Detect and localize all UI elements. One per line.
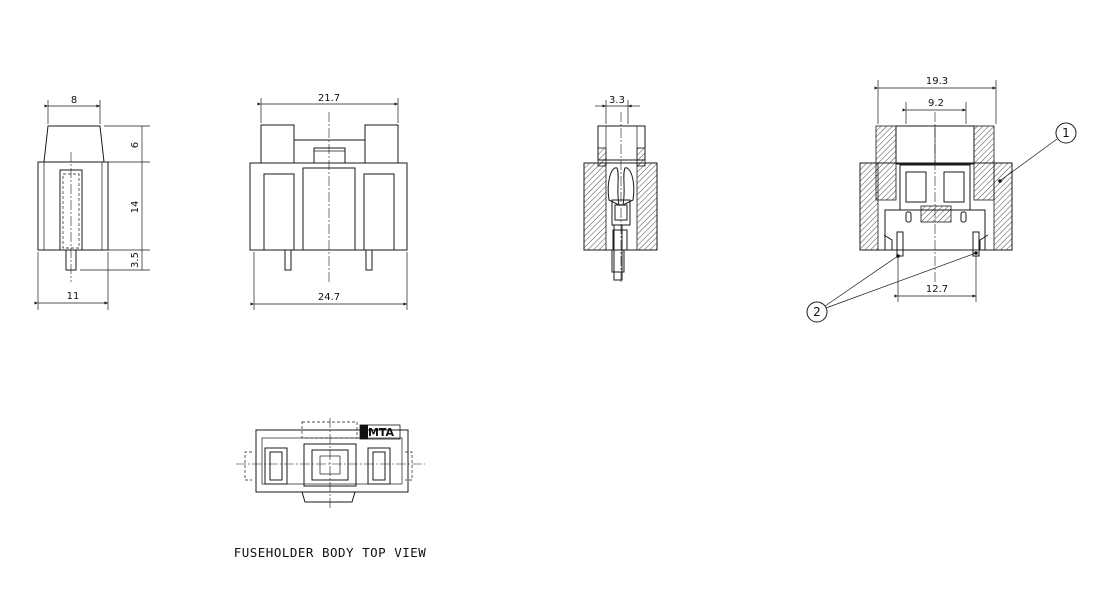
section-right-view: 19.3 9.2 12.7 1 2 — [806, 76, 1077, 323]
front-view: 21.7 24.7 — [249, 93, 408, 310]
front-dim-width: 24.7 — [318, 292, 340, 303]
side-view: 8 6 14 3.5 11 — [34, 95, 150, 310]
section-dim-top: 3.3 — [609, 95, 625, 106]
side-dim-cap: 6 — [130, 142, 141, 148]
balloon-2 — [806, 301, 828, 323]
front-body-outline — [249, 162, 408, 251]
top-view: MTA FUSEHOLDER BODY TOP VIEW — [234, 418, 427, 560]
top-view-caption: FUSEHOLDER BODY TOP VIEW — [234, 545, 427, 560]
mta-logo: MTA — [368, 426, 395, 439]
section-right-dim-inner: 9.2 — [928, 98, 944, 109]
balloon-1-label: 1 — [1062, 126, 1070, 140]
side-dim-width-top: 8 — [71, 95, 77, 106]
side-body-outline — [37, 161, 109, 251]
side-cap-outline — [43, 125, 105, 163]
balloon-2-label: 2 — [813, 305, 821, 319]
side-dim-body: 14 — [130, 201, 141, 214]
balloon-1 — [1055, 122, 1077, 144]
front-dim-top: 21.7 — [318, 93, 340, 104]
section-view: 3.3 — [583, 95, 658, 282]
side-dim-width: 11 — [67, 291, 80, 302]
section-right-dim-outer: 19.3 — [926, 76, 948, 87]
side-dim-pin: 3.5 — [130, 252, 141, 268]
section-right-dim-pitch: 12.7 — [926, 284, 948, 295]
